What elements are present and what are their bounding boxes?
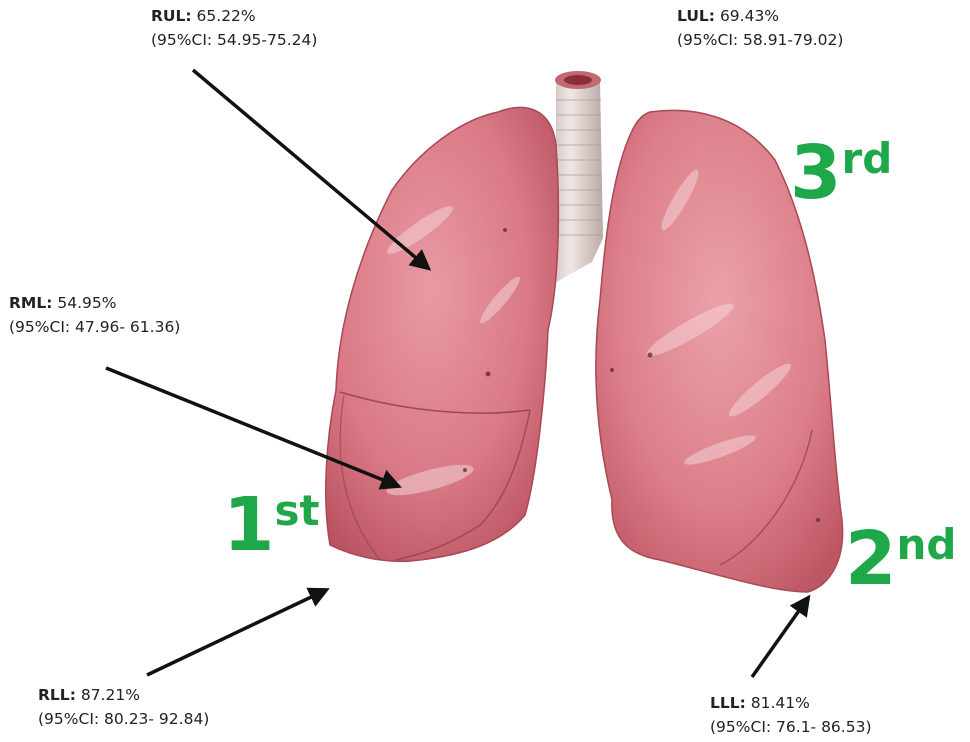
- right-lung: [326, 107, 559, 561]
- rank-third: 3rd: [790, 136, 892, 210]
- rul-label: RUL: 65.22% (95%CI: 54.95-75.24): [151, 4, 317, 52]
- rank-first: 1st: [223, 488, 320, 562]
- lll-name: LLL:: [710, 694, 746, 712]
- lll-label: LLL: 81.41% (95%CI: 76.1- 86.53): [710, 691, 872, 739]
- lul-label: LUL: 69.43% (95%CI: 58.91-79.02): [677, 4, 843, 52]
- rul-arrow: [193, 70, 428, 268]
- lul-ci: (95%CI: 58.91-79.02): [677, 28, 843, 52]
- lul-value: 69.43%: [720, 7, 779, 25]
- rank-third-suffix: rd: [842, 134, 893, 183]
- rul-value: 65.22%: [197, 7, 256, 25]
- rul-name: RUL:: [151, 7, 192, 25]
- rank-first-number: 1: [223, 482, 273, 568]
- rank-second-suffix: nd: [897, 520, 957, 569]
- rank-second: 2nd: [845, 522, 956, 596]
- rml-label: RML: 54.95% (95%CI: 47.96- 61.36): [9, 291, 180, 339]
- rul-ci: (95%CI: 54.95-75.24): [151, 28, 317, 52]
- lll-ci: (95%CI: 76.1- 86.53): [710, 715, 872, 739]
- rank-first-suffix: st: [275, 486, 320, 535]
- rml-ci: (95%CI: 47.96- 61.36): [9, 315, 180, 339]
- lll-value: 81.41%: [751, 694, 810, 712]
- rank-third-number: 3: [790, 130, 840, 216]
- rank-second-number: 2: [845, 516, 895, 602]
- rll-arrow: [147, 590, 326, 675]
- lul-name: LUL:: [677, 7, 715, 25]
- rll-value: 87.21%: [81, 686, 140, 704]
- lll-arrow: [752, 598, 808, 677]
- rll-name: RLL:: [38, 686, 76, 704]
- rll-label: RLL: 87.21% (95%CI: 80.23- 92.84): [38, 683, 209, 731]
- rml-value: 54.95%: [57, 294, 116, 312]
- rml-name: RML:: [9, 294, 52, 312]
- rll-ci: (95%CI: 80.23- 92.84): [38, 707, 209, 731]
